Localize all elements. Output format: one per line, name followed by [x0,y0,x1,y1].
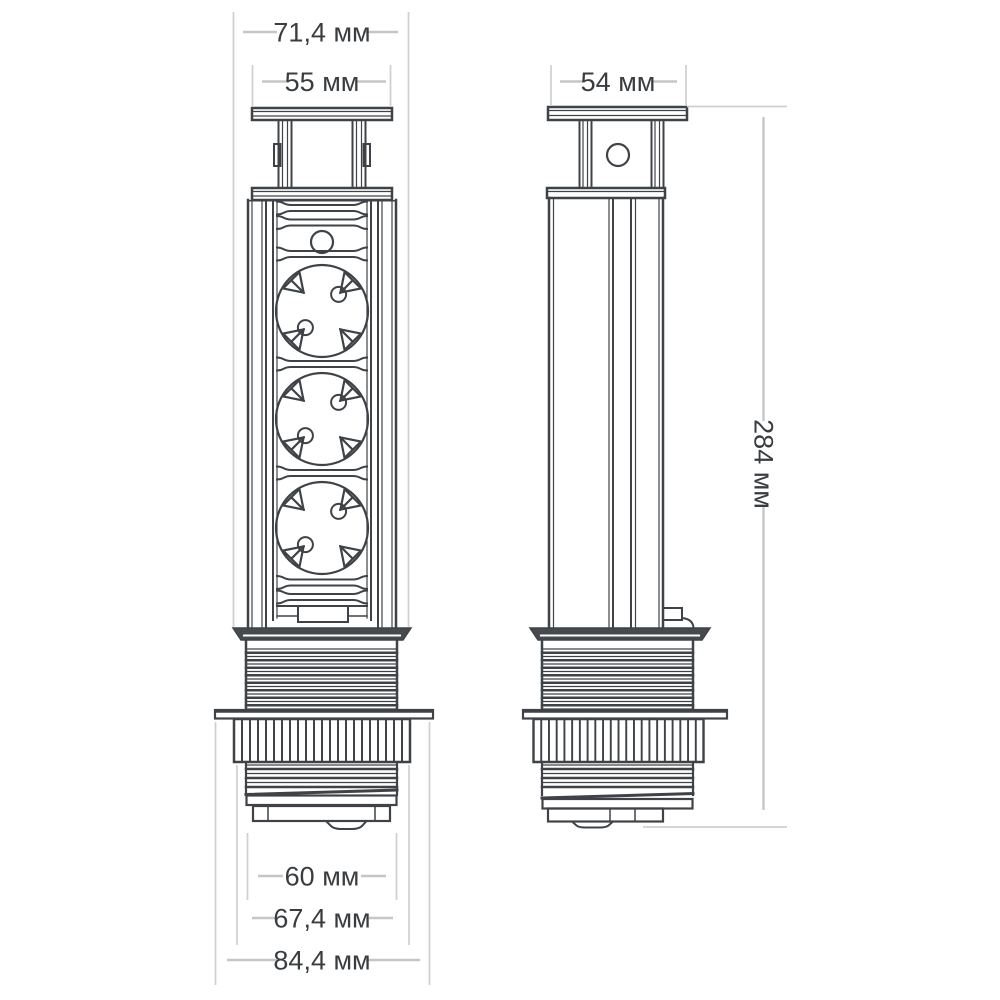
side-body [547,196,665,629]
dim-label-front-cap-width: 55 мм [285,67,360,97]
front-flange [231,627,413,641]
front-right-latch [362,143,371,167]
dim-label-collar-diameter: 67,4 мм [273,904,370,934]
front-threaded-tube [244,638,399,712]
dim-overall-height: 284 мм [643,105,787,828]
dim-collar-diameter: 67,4 мм [236,765,410,945]
side-body-top-bar [545,186,667,200]
socket-1 [276,265,368,357]
side-cable-boss [569,820,616,829]
side-base [540,791,695,829]
side-locking-ring [521,708,729,720]
front-view [213,106,435,830]
side-lower-ribs [540,760,695,797]
front-second-cap [250,186,394,202]
front-locking-ring [213,708,435,720]
front-knurled-nut [232,717,412,764]
dim-label-side-cap-width: 54 мм [581,67,656,97]
side-top-cap [546,105,689,122]
side-flange [528,627,712,641]
front-bottom-plate [276,605,368,623]
front-cable-boss [323,820,369,830]
front-separator-slats [276,200,368,605]
side-neck [578,119,665,189]
dim-label-front-overall-width: 71,4 мм [273,18,370,48]
socket-2 [276,373,368,465]
dim-label-body-diameter: 60 мм [285,862,360,892]
dimension-lines: 71,4 мм 55 мм 54 мм 284 мм [214,12,787,985]
dim-label-overall-height: 284 мм [749,419,779,509]
side-view [521,105,729,829]
front-lift-posts [273,119,371,189]
front-base [244,788,399,830]
side-threaded-tube [540,638,695,712]
front-body-frame [246,198,398,629]
dim-label-ring-diameter: 84,4 мм [273,946,370,976]
dim-front-cap-width: 55 мм [251,65,392,106]
dim-front-overall-width: 71,4 мм [232,12,410,627]
dim-body-diameter: 60 мм [246,833,398,900]
indicator-button [309,229,335,255]
socket-3 [276,482,368,574]
dim-side-cap-width: 54 мм [550,65,687,106]
dim-ring-diameter: 84,4 мм [214,722,431,985]
side-latch-hook [662,607,695,630]
side-screw-hole [605,142,631,168]
side-knurled-nut [532,717,705,764]
front-top-cap [250,106,394,122]
front-left-latch [273,143,282,167]
